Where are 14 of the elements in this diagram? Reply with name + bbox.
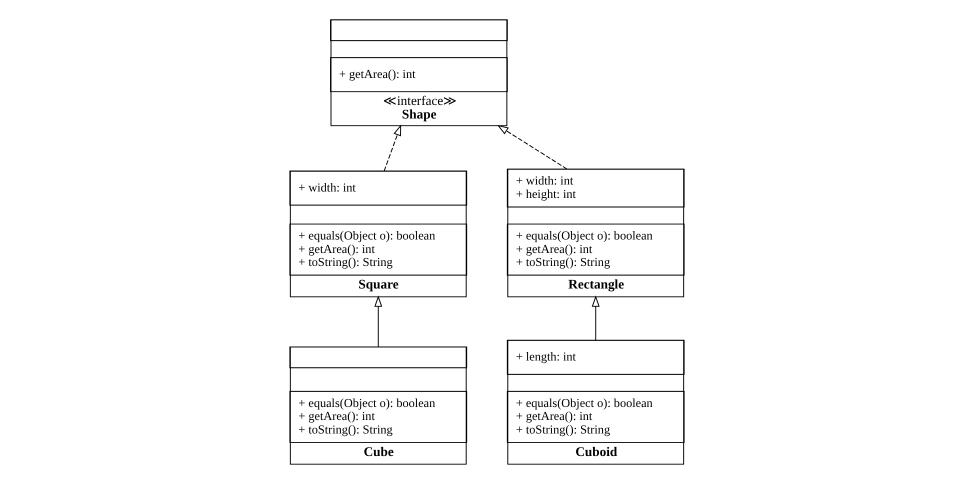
node-box: + width: int <box>289 170 468 206</box>
node-box: + width: int + height: int <box>506 168 685 208</box>
node-box: + equals(Object o): boolean + getArea(): int + toString(): String <box>289 390 468 443</box>
node-box: + equals(Object o): boolean + getArea(): int + toString(): String <box>289 224 468 276</box>
node-box <box>330 19 508 42</box>
node-box: + length: int <box>506 340 685 375</box>
node-box <box>289 346 468 368</box>
node-box: + equals(Object o): boolean + getArea(): int + toString(): String <box>506 390 685 443</box>
arrow <box>497 124 568 170</box>
arrow <box>374 295 382 348</box>
arrow <box>384 124 402 172</box>
node-box: + getArea(): int <box>330 57 508 92</box>
arrow <box>592 295 600 341</box>
node-box: + equals(Object o): boolean + getArea(): int + toString(): String <box>506 224 685 276</box>
